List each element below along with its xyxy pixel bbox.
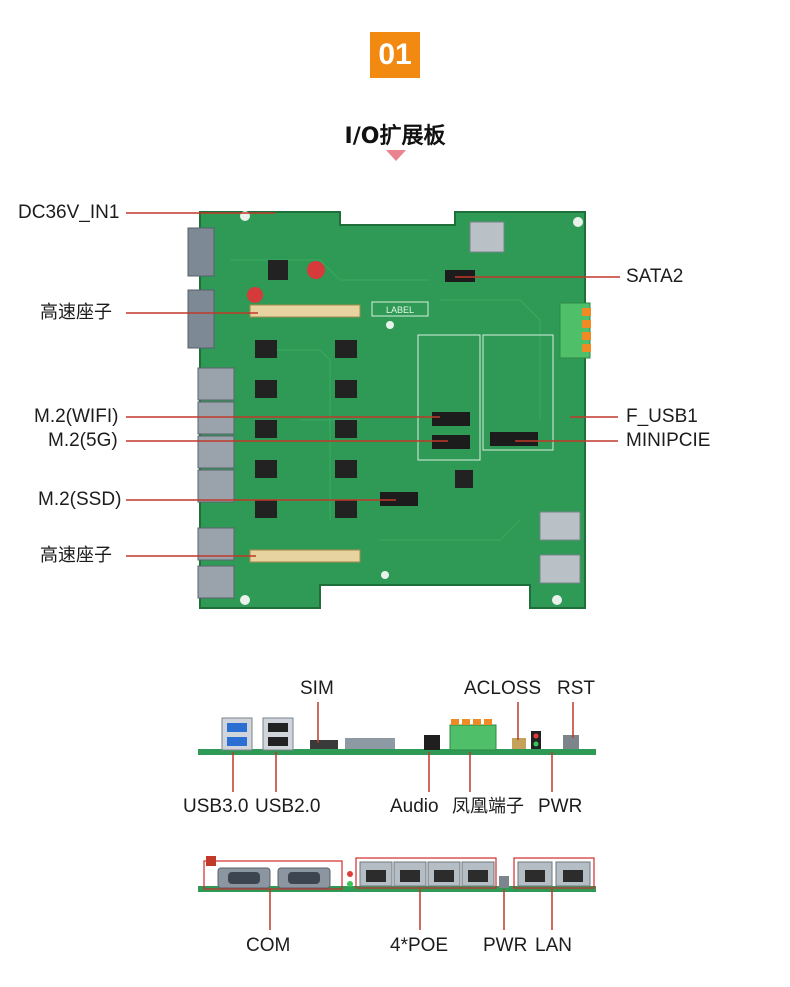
section-number-badge: 01 bbox=[370, 32, 420, 78]
section-title: I/O扩展板 bbox=[344, 124, 446, 149]
label-lan: LAN bbox=[535, 935, 572, 956]
silkscreen-label: LABEL bbox=[386, 305, 414, 315]
label-acloss: ACLOSS bbox=[464, 678, 542, 699]
label-4-poe: 4*POE bbox=[390, 935, 449, 956]
label-sim: SIM bbox=[300, 678, 334, 699]
label-high-speed-connector-2: 高速座子 bbox=[40, 545, 112, 566]
label-audio: Audio bbox=[390, 796, 439, 817]
label-rst: RST bbox=[557, 678, 595, 699]
label-front-pwr: PWR bbox=[538, 796, 583, 817]
label-rear-pwr: PWR bbox=[483, 935, 528, 956]
title-down-arrow-icon bbox=[386, 150, 406, 161]
label-minipcie: MINIPCIE bbox=[626, 430, 711, 451]
label-sata2: SATA2 bbox=[626, 266, 684, 287]
label-m2-wifi: M.2(WIFI) bbox=[34, 406, 119, 427]
label-usb20: USB2.0 bbox=[255, 796, 321, 817]
label-m2-ssd: M.2(SSD) bbox=[38, 489, 122, 510]
label-f-usb1: F_USB1 bbox=[626, 406, 698, 427]
label-m2-5g: M.2(5G) bbox=[48, 430, 118, 451]
label-usb30: USB3.0 bbox=[183, 796, 249, 817]
label-phoenix-terminal: 凤凰端子 bbox=[452, 796, 524, 817]
label-dc-in: DC36V_IN1 bbox=[18, 202, 120, 223]
label-com: COM bbox=[246, 935, 291, 956]
label-high-speed-connector-1: 高速座子 bbox=[40, 302, 112, 323]
